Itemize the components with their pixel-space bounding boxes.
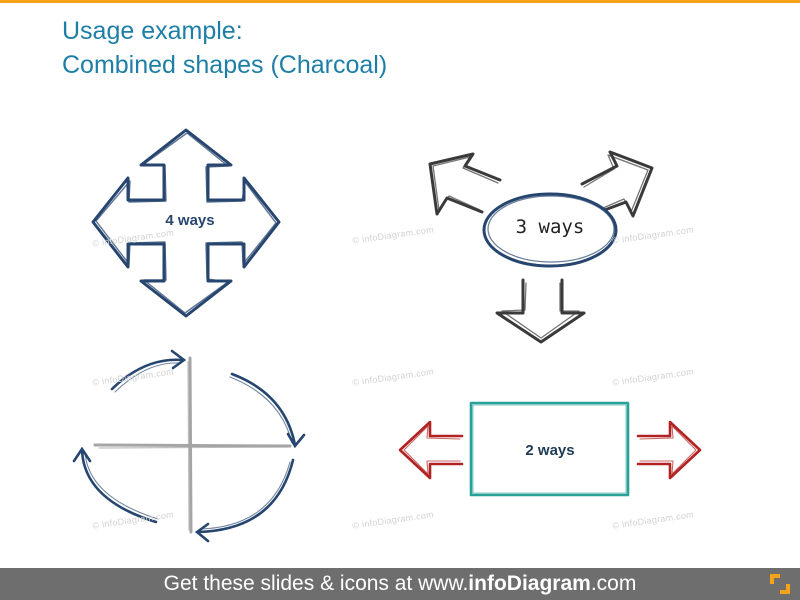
infodiagram-logo-icon <box>770 574 790 594</box>
arc-top <box>110 358 185 391</box>
two-way-diagram <box>398 401 702 497</box>
cross-horizontal-sketch <box>98 446 289 449</box>
arc-bottom-sketch <box>199 461 291 530</box>
title-line-2: Combined shapes (Charcoal) <box>62 51 388 79</box>
label-two-ways: 2 ways <box>525 442 575 459</box>
four-way-arrow <box>91 128 281 318</box>
three-way-arrow <box>428 150 654 344</box>
label-three-ways: 3 ways <box>515 216 585 238</box>
arc-top-sketch <box>114 362 182 393</box>
diagram-canvas <box>72 128 702 543</box>
arrow-up-left-sketch <box>432 156 499 211</box>
arc-top-arrowhead <box>170 349 187 370</box>
arc-right <box>230 372 297 447</box>
red-arrow-left <box>398 420 464 480</box>
arc-left-sketch <box>84 451 159 520</box>
title-line-1: Usage example: <box>62 17 243 45</box>
arc-left <box>80 448 158 524</box>
four-way-arrow-outline <box>91 128 281 318</box>
red-arrow-right-sketch <box>639 425 697 475</box>
top-accent-bar <box>0 0 800 3</box>
red-arrow-right <box>636 420 702 480</box>
arrow-down <box>495 278 586 344</box>
label-four-ways: 4 ways <box>165 212 215 229</box>
footer-suffix: .com <box>590 572 637 595</box>
three-way-ellipse <box>482 192 618 268</box>
ellipse-outline-sketch <box>487 195 615 263</box>
four-way-arrow-outline-sketch <box>95 132 277 314</box>
arrow-up-right-sketch <box>583 154 649 213</box>
cycle-diagram <box>72 349 306 543</box>
cross-horizontal <box>93 443 292 448</box>
ellipse-outline <box>482 192 618 268</box>
arrow-down-sketch <box>501 282 580 339</box>
footer-banner[interactable]: Get these slides & icons at www.infoDiag… <box>0 568 800 600</box>
page-title: Usage example: Combined shapes (Charcoal… <box>62 14 387 82</box>
footer-brand: infoDiagram <box>468 572 591 595</box>
arc-right-sketch <box>229 376 293 444</box>
arc-left-arrowhead <box>72 446 92 463</box>
red-arrow-left-sketch <box>403 425 461 475</box>
arc-bottom-arrowhead <box>194 522 210 543</box>
two-way-box <box>469 401 630 497</box>
arrow-up-left <box>428 152 502 216</box>
footer-prefix: Get these slides & icons at www. <box>163 572 469 595</box>
two-way-box-sketch <box>472 404 627 494</box>
arc-bottom <box>196 458 295 534</box>
